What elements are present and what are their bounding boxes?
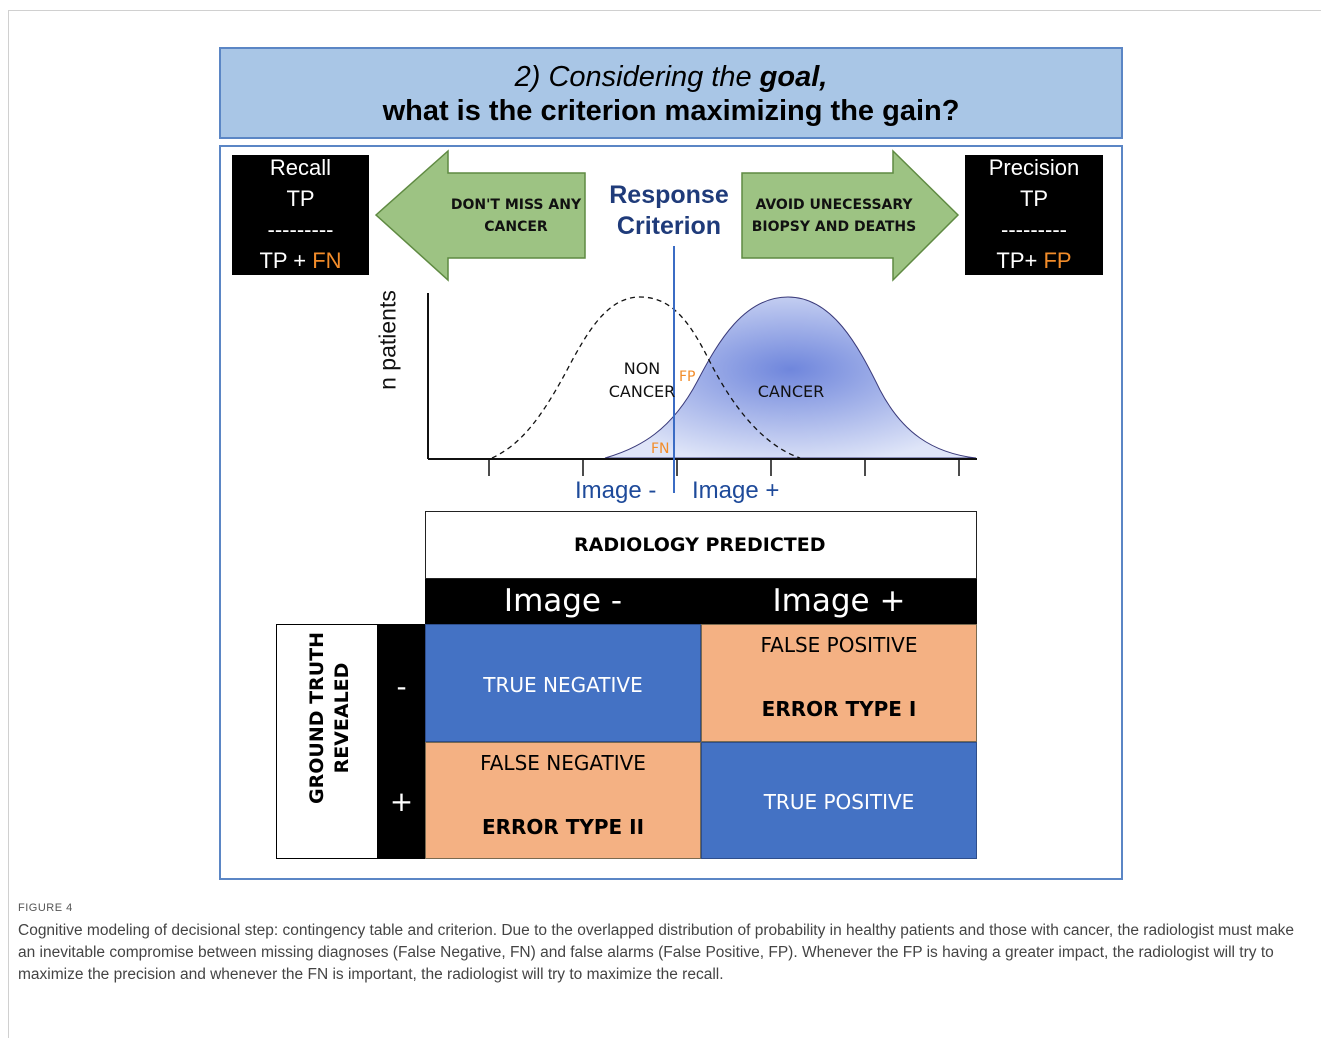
prediction-column-headers: Image - Image +: [425, 579, 977, 625]
image-negative-axis-label: Image -: [575, 477, 657, 504]
non-cancer-line-1: NON: [623, 359, 661, 378]
right-arrow-line-1: AVOID UNECESSARY: [755, 197, 913, 213]
true-negative-label: TRUE NEGATIVE: [483, 673, 643, 697]
true-positive-label: TRUE POSITIVE: [763, 790, 915, 814]
figure-caption: Cognitive modeling of decisional step: c…: [18, 922, 1295, 983]
left-arrow-label: DON'T MISS ANY CANCER: [446, 194, 586, 238]
row-label-negative: -: [396, 670, 407, 703]
title-line-1: 2) Considering the goal,: [221, 61, 1121, 94]
recall-label: Recall: [269, 155, 332, 180]
false-positive-label: FALSE POSITIVE: [760, 633, 918, 657]
recall-divider: ---------: [267, 217, 334, 242]
true-positive-cell: TRUE POSITIVE: [701, 742, 977, 859]
figure-title-box: 2) Considering the goal, what is the cri…: [219, 47, 1123, 139]
false-negative-label: FALSE NEGATIVE: [480, 751, 646, 775]
precision-numerator: TP: [1019, 186, 1049, 211]
title-goal: goal,: [759, 61, 828, 93]
y-axis-label: n patients: [374, 290, 401, 390]
error-type-1-label: ERROR TYPE I: [761, 697, 917, 721]
ground-truth-sign-column: - +: [378, 624, 425, 859]
criterion-line-1: Response: [609, 181, 729, 209]
right-arrow: [741, 149, 960, 282]
recall-denominator: TP + FN: [232, 248, 369, 274]
false-negative-cell: FALSE NEGATIVE ERROR TYPE II: [425, 742, 701, 859]
figure-frame-left: [8, 10, 9, 1038]
precision-denominator: TP+ FP: [965, 248, 1103, 274]
title-prefix: 2) Considering the: [514, 61, 760, 93]
ground-truth-label: GROUND TRUTH REVEALED: [305, 632, 355, 804]
column-header-image-positive: Image +: [772, 583, 906, 619]
left-arrow-line-1: DON'T MISS ANY: [450, 197, 582, 213]
recall-formula-box: Recall TP --------- TP + FN: [232, 155, 369, 275]
precision-formula-box: Precision TP --------- TP+ FP: [965, 155, 1103, 275]
left-arrow: [374, 149, 586, 282]
recall-numerator: TP: [286, 186, 315, 211]
cancer-label: CANCER: [757, 382, 825, 401]
recall-denominator-tp: TP +: [259, 248, 313, 273]
false-positive-cell: FALSE POSITIVE ERROR TYPE I: [701, 624, 977, 742]
figure-frame-top: [8, 10, 1321, 11]
figure-number: FIGURE 4: [18, 902, 73, 914]
right-arrow-label: AVOID UNECESSARY BIOPSY AND DEATHS: [743, 194, 925, 238]
response-criterion-label: Response Criterion: [589, 180, 749, 242]
fn-region-label: FN: [651, 441, 670, 457]
column-header-image-negative: Image -: [503, 583, 623, 619]
ground-truth-box: [276, 624, 378, 859]
radiology-predicted-box: RADIOLOGY PREDICTED: [425, 511, 977, 579]
left-arrow-line-2: CANCER: [484, 219, 548, 235]
ground-truth-line-1: GROUND TRUTH: [306, 632, 328, 804]
radiology-predicted-label: RADIOLOGY PREDICTED: [574, 534, 826, 556]
title-line-2: what is the criterion maximizing the gai…: [382, 95, 960, 127]
true-negative-cell: TRUE NEGATIVE: [425, 624, 701, 742]
precision-label: Precision: [988, 155, 1080, 180]
non-cancer-label: NON CANCER: [596, 357, 688, 403]
precision-denominator-fp: FP: [1043, 248, 1072, 273]
row-label-positive: +: [389, 785, 414, 818]
non-cancer-line-2: CANCER: [608, 382, 676, 401]
non-cancer-distribution: [491, 296, 801, 459]
ground-truth-line-2: REVEALED: [331, 662, 353, 774]
image-positive-axis-label: Image +: [692, 477, 780, 504]
right-arrow-line-2: BIOPSY AND DEATHS: [751, 219, 917, 235]
criterion-line-2: Criterion: [616, 212, 722, 240]
precision-denominator-tp: TP+: [996, 248, 1044, 273]
fp-region-label: FP: [679, 369, 696, 385]
error-type-2-label: ERROR TYPE II: [481, 815, 645, 839]
precision-divider: ---------: [1001, 217, 1067, 242]
recall-denominator-fn: FN: [312, 248, 342, 273]
